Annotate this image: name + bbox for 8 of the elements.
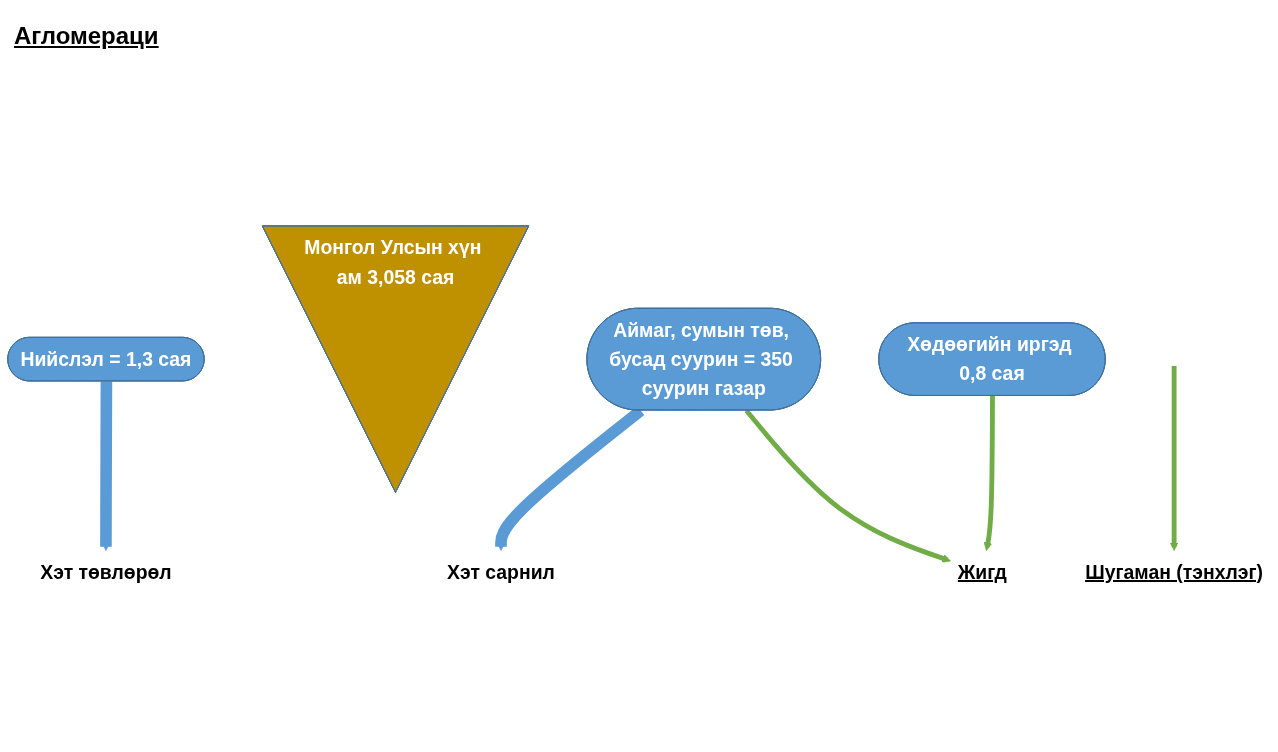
heading-text: Агломераци <box>14 22 159 50</box>
node-text: Хэт төвлөрөл <box>40 561 172 583</box>
node-text: Жигд <box>957 561 1007 583</box>
arrow <box>100 381 113 551</box>
arrow <box>983 395 995 551</box>
node-text: Шугаман (тэнхлэг) <box>1085 561 1263 583</box>
arrow <box>1169 365 1179 551</box>
node-text: Хэт сарнил <box>447 561 555 583</box>
